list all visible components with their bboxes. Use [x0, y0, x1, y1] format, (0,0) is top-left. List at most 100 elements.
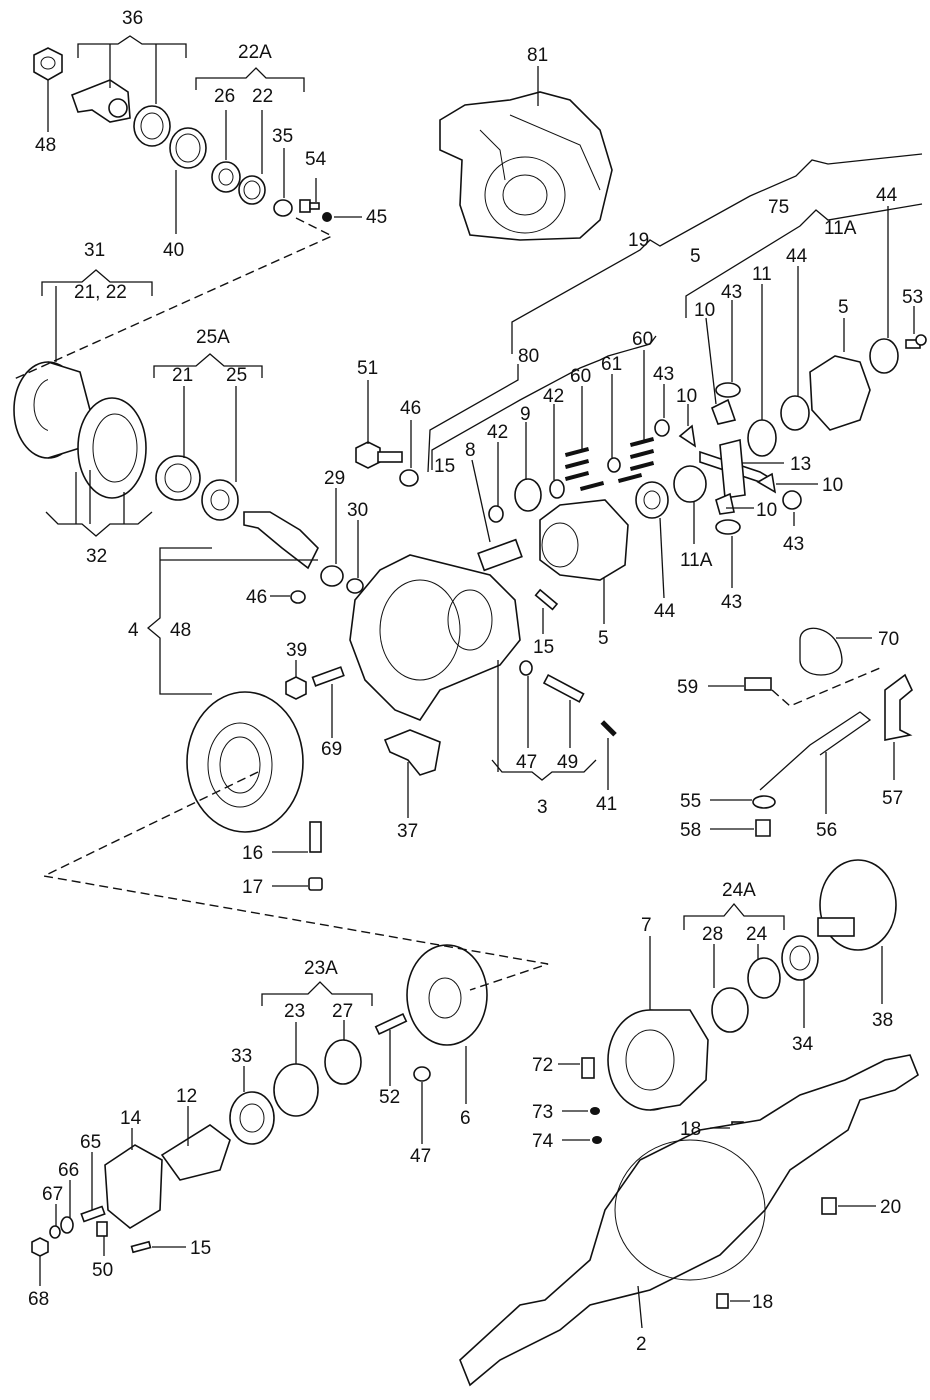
- callout-42-b: 42: [487, 422, 508, 443]
- callout-67: 67: [42, 1184, 63, 1205]
- callout-44-mid: 44: [654, 601, 676, 622]
- callout-31: 31: [84, 240, 105, 261]
- callout-65: 65: [80, 1132, 101, 1153]
- callout-23: 23: [284, 1001, 305, 1022]
- callout-55: 55: [680, 791, 701, 812]
- callout-5-mid: 5: [598, 628, 609, 649]
- callout-28: 28: [702, 924, 723, 945]
- callout-52: 52: [379, 1087, 400, 1108]
- callout-16: 16: [242, 843, 263, 864]
- callout-5-right: 5: [838, 297, 849, 318]
- callout-labels: 36 48 22A 26 22 35 54 45 40 81 31 21, 22…: [28, 8, 923, 1355]
- callout-43-top: 43: [721, 282, 742, 303]
- callout-13: 13: [790, 454, 811, 475]
- callout-14: 14: [120, 1108, 142, 1129]
- callout-46-top: 46: [400, 398, 421, 419]
- callout-24A: 24A: [722, 880, 756, 901]
- callout-45: 45: [366, 207, 387, 228]
- callout-4: 4: [128, 620, 139, 641]
- callout-68: 68: [28, 1289, 49, 1310]
- callout-51: 51: [357, 358, 378, 379]
- callout-11A-top: 11A: [824, 218, 857, 239]
- callout-41: 41: [596, 794, 617, 815]
- callout-7: 7: [641, 915, 652, 936]
- callout-81: 81: [527, 45, 548, 66]
- callout-72: 72: [532, 1055, 553, 1076]
- callout-44-topright: 44: [876, 185, 898, 206]
- leader-lines: [11, 35, 923, 1329]
- callout-26: 26: [214, 86, 235, 107]
- callout-40: 40: [163, 240, 184, 261]
- spring-stack: [564, 436, 655, 492]
- callout-54: 54: [305, 149, 327, 170]
- callout-47-mid: 47: [516, 752, 537, 773]
- callout-74: 74: [532, 1131, 554, 1152]
- callout-53: 53: [902, 287, 923, 308]
- callout-25A: 25A: [196, 327, 230, 348]
- callout-33: 33: [231, 1046, 252, 1067]
- callout-10-b: 10: [676, 386, 697, 407]
- callout-10-c: 10: [822, 475, 843, 496]
- callout-44-right: 44: [786, 246, 808, 267]
- callout-39: 39: [286, 640, 307, 661]
- callout-61: 61: [601, 354, 622, 375]
- callout-21-22: 21, 22: [74, 282, 127, 303]
- callout-3: 3: [537, 797, 548, 818]
- callout-73: 73: [532, 1102, 553, 1123]
- callout-59: 59: [677, 677, 698, 698]
- callout-30: 30: [347, 500, 368, 521]
- callout-47-bottom: 47: [410, 1146, 431, 1167]
- callout-43-bottom: 43: [721, 592, 742, 613]
- callout-12: 12: [176, 1086, 197, 1107]
- callout-80: 80: [518, 346, 539, 367]
- callout-60-b: 60: [570, 366, 591, 387]
- callout-21: 21: [172, 365, 193, 386]
- callout-66: 66: [58, 1160, 79, 1181]
- callout-43-right: 43: [783, 534, 804, 555]
- callout-50: 50: [92, 1260, 113, 1281]
- callout-6: 6: [460, 1108, 471, 1129]
- callout-19: 19: [628, 230, 649, 251]
- callout-36: 36: [122, 8, 143, 29]
- callout-8: 8: [465, 440, 476, 461]
- callout-5-top: 5: [690, 246, 701, 267]
- callout-34: 34: [792, 1034, 814, 1055]
- callout-60-a: 60: [632, 329, 653, 350]
- part-drawings: [13, 47, 927, 1387]
- callout-23A: 23A: [304, 958, 338, 979]
- callout-20: 20: [880, 1197, 901, 1218]
- callout-75: 75: [768, 197, 789, 218]
- callout-43-mid: 43: [653, 364, 674, 385]
- callout-15-mid: 15: [533, 637, 554, 658]
- callout-46-left: 46: [246, 587, 267, 608]
- callout-70: 70: [878, 629, 899, 650]
- callout-56: 56: [816, 820, 837, 841]
- callout-15-top: 15: [434, 456, 455, 477]
- callout-10-d: 10: [756, 500, 777, 521]
- callout-57: 57: [882, 788, 903, 809]
- callout-24: 24: [746, 924, 768, 945]
- callout-69: 69: [321, 739, 342, 760]
- callout-17: 17: [242, 877, 263, 898]
- callout-18-top: 18: [680, 1119, 701, 1140]
- callout-18-bottom: 18: [752, 1292, 773, 1313]
- callout-25: 25: [226, 365, 247, 386]
- callout-9: 9: [520, 404, 531, 425]
- callout-49: 49: [557, 752, 578, 773]
- callout-35: 35: [272, 126, 293, 147]
- callout-22A: 22A: [238, 42, 272, 63]
- callout-38: 38: [872, 1010, 893, 1031]
- callout-11A-mid: 11A: [680, 550, 713, 571]
- callout-48: 48: [35, 135, 56, 156]
- callout-15-bottom: 15: [190, 1238, 211, 1259]
- callout-42-a: 42: [543, 386, 564, 407]
- callout-48-left: 48: [170, 620, 191, 641]
- callout-10-a: 10: [694, 300, 715, 321]
- callout-11: 11: [752, 264, 772, 285]
- callout-58: 58: [680, 820, 701, 841]
- callout-27: 27: [332, 1001, 353, 1022]
- callout-32: 32: [86, 546, 107, 567]
- callout-2: 2: [636, 1334, 647, 1355]
- callout-22: 22: [252, 86, 273, 107]
